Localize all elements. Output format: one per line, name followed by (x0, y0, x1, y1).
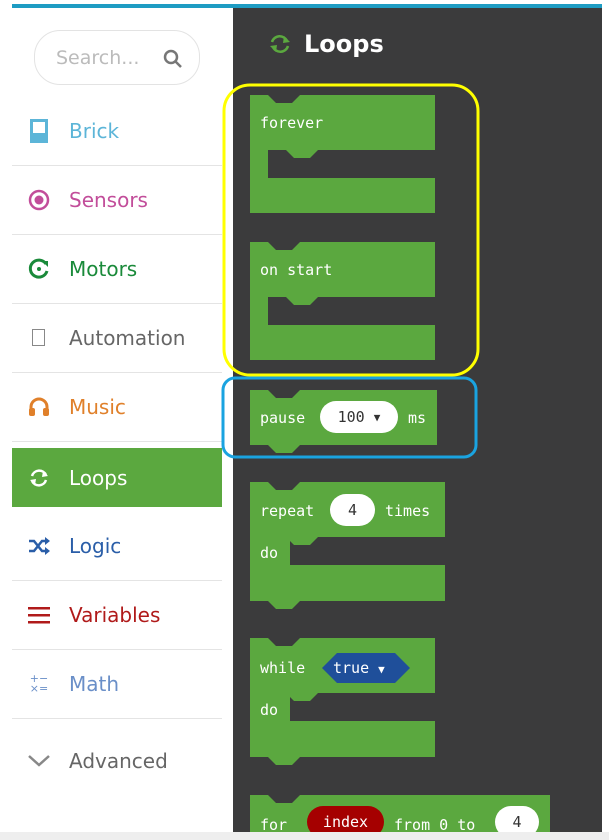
sidebar-item-math[interactable]: +−×= Math (12, 650, 222, 719)
top-accent-bar (12, 4, 602, 8)
sidebar-item-variables[interactable]: Variables (12, 581, 222, 650)
sidebar-item-label: Music (69, 395, 126, 419)
flyout-title: Loops (268, 30, 384, 58)
shuffle-icon (26, 533, 52, 559)
sidebar-item-advanced[interactable]: Advanced (12, 726, 222, 795)
repeat-count-input[interactable]: 4 (330, 494, 375, 526)
on-start-block (250, 242, 435, 360)
sidebar-item-label: Loops (69, 465, 128, 490)
list-icon (26, 602, 52, 628)
automation-icon (26, 325, 52, 351)
loop-icon (270, 35, 290, 53)
sidebar-item-label: Logic (69, 534, 122, 558)
sidebar-item-loops[interactable]: Loops (12, 448, 222, 507)
sidebar-item-label: Automation (69, 326, 186, 350)
highlight-yellow (222, 83, 480, 377)
motor-icon (26, 256, 52, 282)
math-icon: +−×= (29, 672, 49, 695)
search-input[interactable]: Search... (34, 30, 200, 85)
bottom-strip (0, 832, 609, 840)
sidebar-item-sensors[interactable]: Sensors (12, 166, 222, 235)
sidebar-item-automation[interactable]: Automation (12, 304, 222, 373)
repeat-block (250, 482, 445, 609)
forever-block (250, 95, 435, 213)
sidebar-item-logic[interactable]: Logic (12, 512, 222, 581)
sidebar-item-label: Sensors (69, 188, 148, 212)
while-condition-dropdown[interactable]: true ▼ (333, 659, 385, 677)
sidebar-item-label: Motors (69, 257, 138, 281)
sidebar-item-music[interactable]: Music (12, 373, 222, 442)
sidebar-item-label: Math (69, 672, 120, 696)
dropdown-arrow-icon: ▼ (373, 410, 381, 424)
search-placeholder: Search... (56, 46, 140, 69)
chevron-down-icon (26, 748, 52, 774)
pause-value-dropdown[interactable]: 100 ▼ (320, 401, 398, 433)
loop-icon (26, 465, 52, 491)
while-condition (322, 653, 410, 683)
dropdown-arrow-icon: ▼ (378, 663, 385, 676)
brick-icon (26, 118, 52, 144)
sidebar-item-label: Brick (69, 119, 120, 143)
sidebar-item-brick[interactable]: Brick (12, 97, 222, 166)
sensor-icon (26, 187, 52, 213)
highlight-blue (221, 376, 478, 459)
sidebar-item-motors[interactable]: Motors (12, 235, 222, 304)
headphones-icon (26, 394, 52, 420)
search-icon[interactable] (163, 49, 183, 69)
sidebar-item-label: Advanced (69, 748, 168, 773)
sidebar-item-label: Variables (69, 603, 161, 627)
toolbox-sidebar: Search... Brick Sensors Motors Automatio… (12, 8, 233, 832)
